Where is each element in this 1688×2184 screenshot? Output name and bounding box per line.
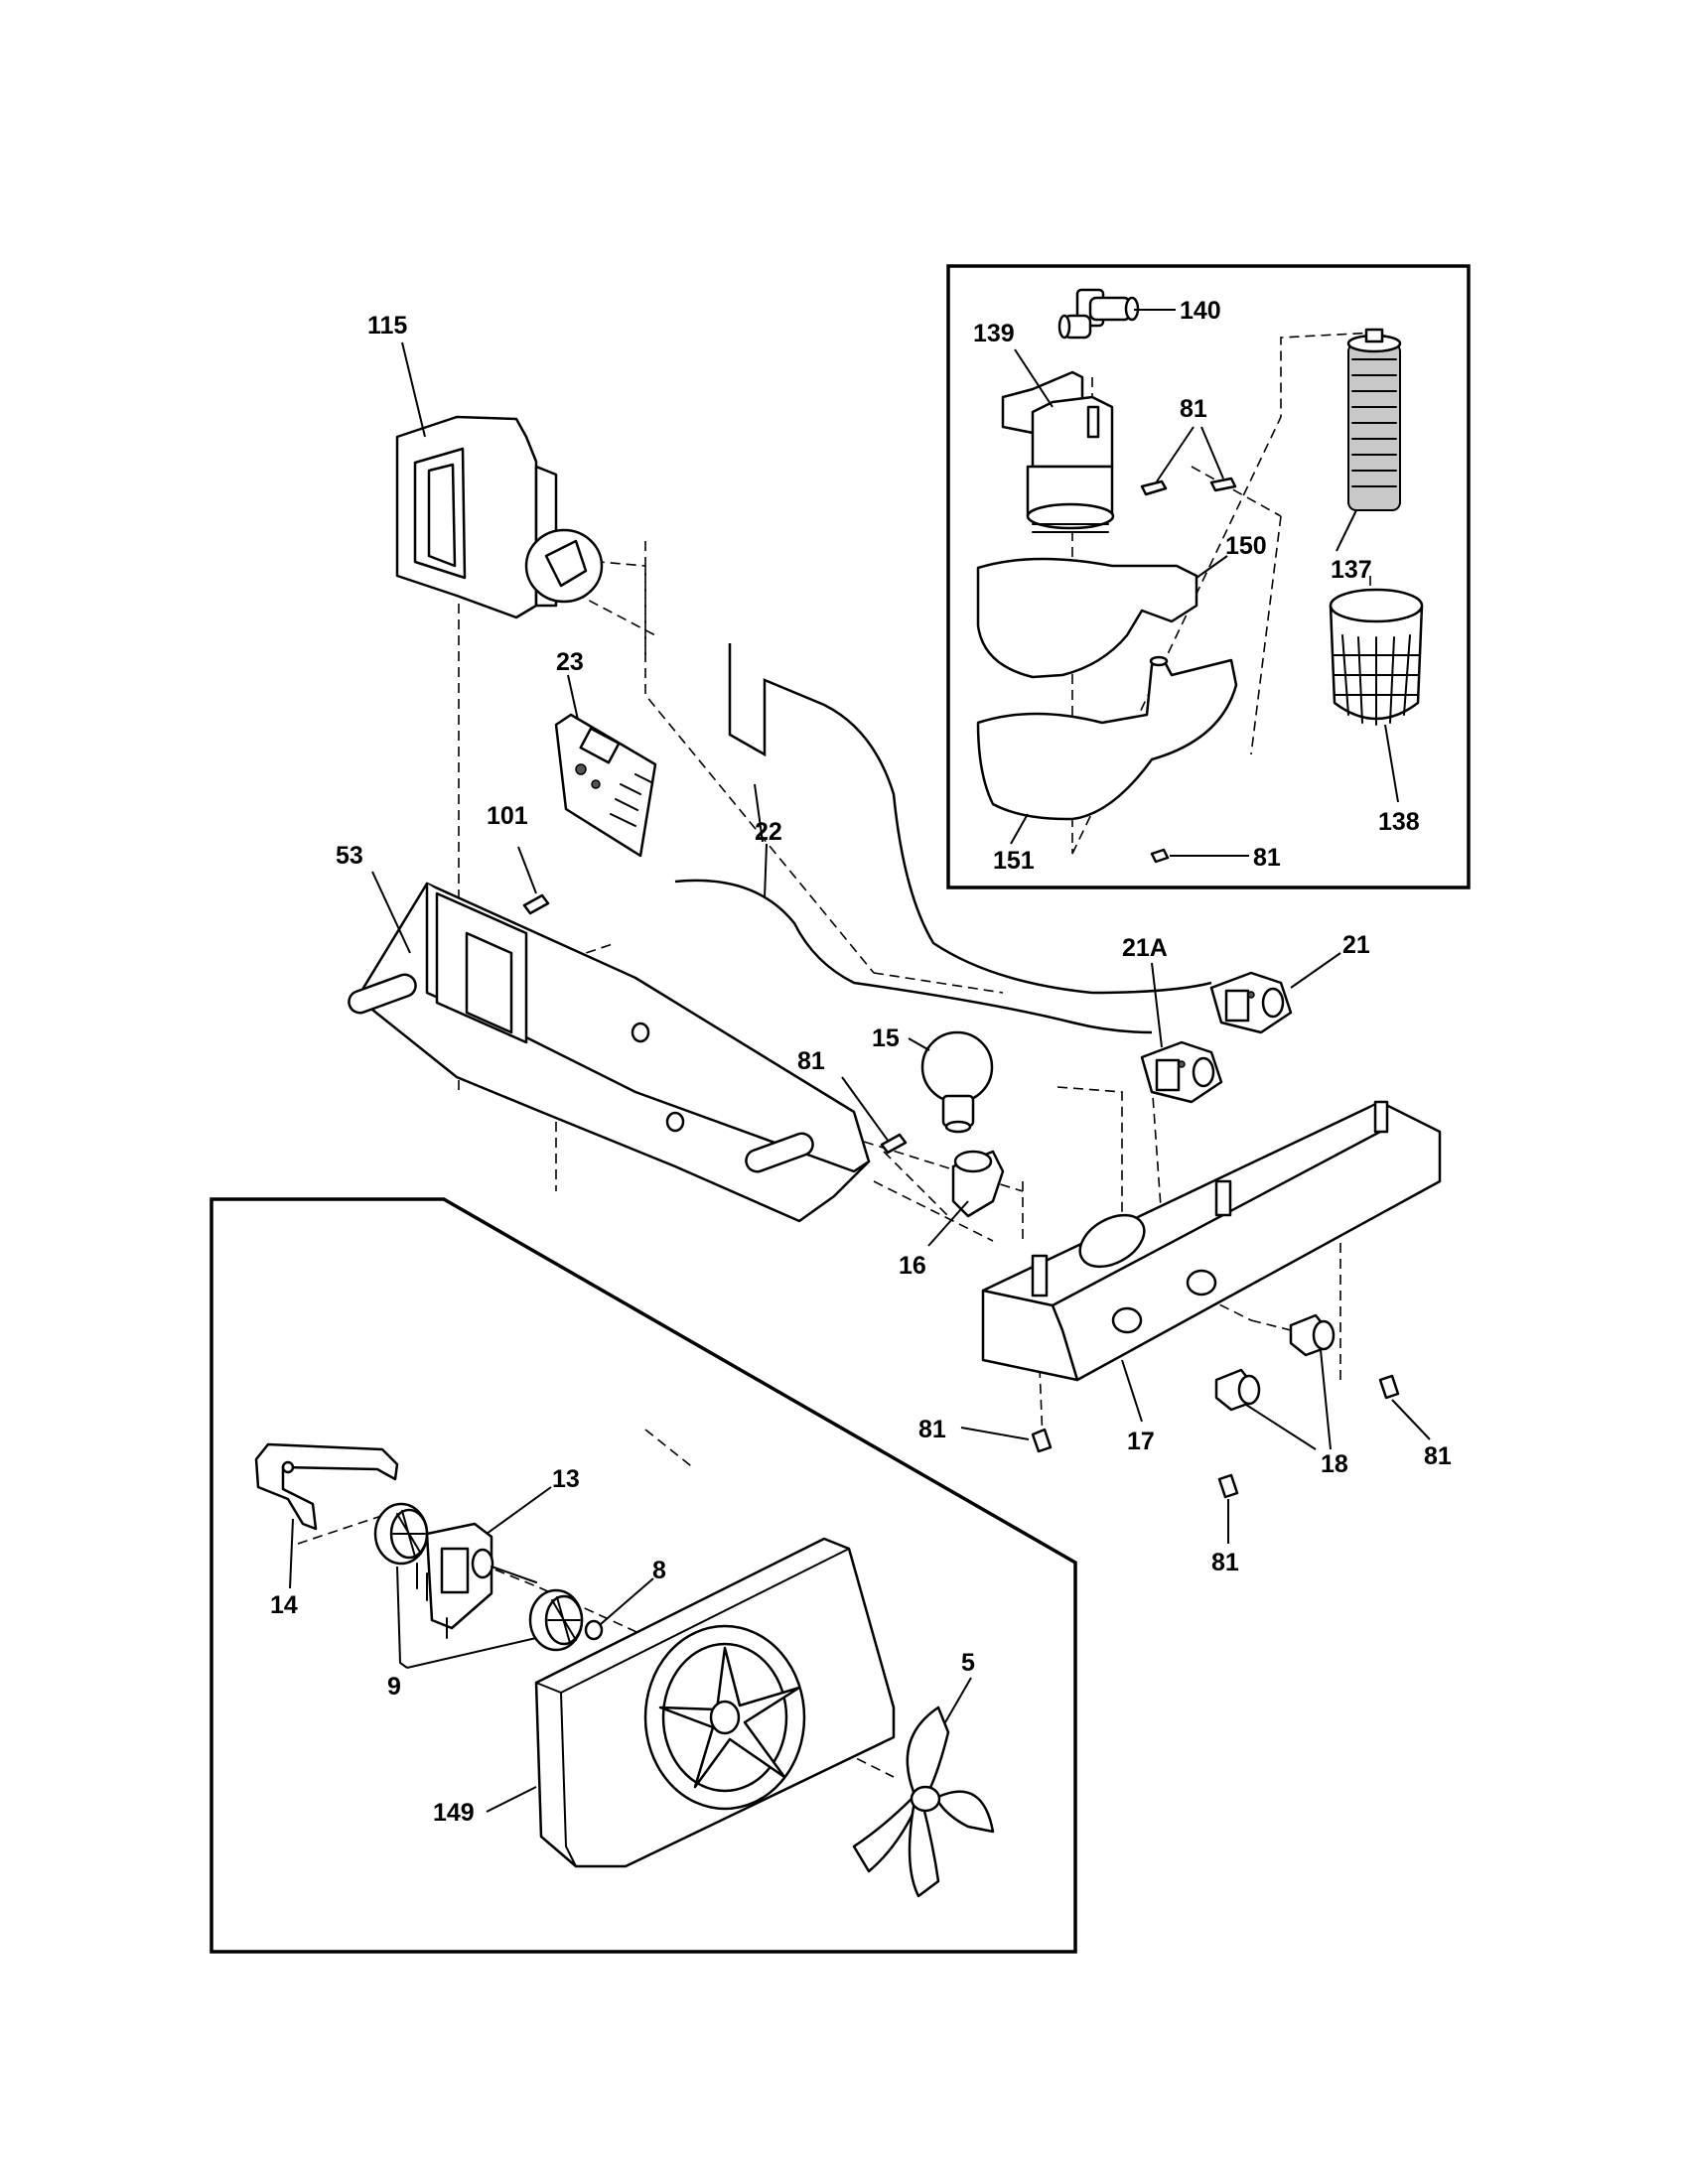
leader-9 xyxy=(396,1566,537,1669)
leader-53 xyxy=(371,871,411,954)
screw-part xyxy=(1140,477,1237,496)
callout-101: 101 xyxy=(487,802,528,830)
callout-21a: 21A xyxy=(1122,934,1168,962)
callout-115: 115 xyxy=(367,312,407,340)
leader-22-top xyxy=(754,783,764,843)
leader-115 xyxy=(401,341,426,438)
callout-81-lamp: 81 xyxy=(797,1047,825,1075)
leader-22-bottom xyxy=(764,843,768,899)
leader-149 xyxy=(486,1786,537,1813)
callout-18: 18 xyxy=(1321,1450,1348,1478)
callout-21: 21 xyxy=(1342,931,1370,959)
leader-81-filter-a2 xyxy=(1200,426,1224,479)
leader-151 xyxy=(1010,813,1029,845)
leader-101 xyxy=(517,846,537,894)
leader-23 xyxy=(567,674,579,721)
screw-lamp-part xyxy=(880,1133,908,1155)
cover-post-part xyxy=(1149,655,1169,667)
switch-21-part xyxy=(1209,971,1293,1034)
filter-bowl-part xyxy=(1329,588,1424,726)
switch-21a-part xyxy=(1140,1040,1223,1104)
filter-inset-frame xyxy=(946,264,1471,889)
leader-5 xyxy=(944,1677,972,1723)
callout-150: 150 xyxy=(1225,532,1267,560)
fill-tube-part xyxy=(728,643,1212,995)
callout-17: 17 xyxy=(1127,1428,1155,1455)
ice-maker-module-part xyxy=(395,415,604,619)
callout-140: 140 xyxy=(1180,297,1221,325)
callout-151: 151 xyxy=(993,847,1035,875)
filter-inset: 140 139 81 150 151 81 xyxy=(946,264,1471,889)
leader-21 xyxy=(1290,952,1341,989)
leader-137 xyxy=(1336,509,1357,552)
leader-18-b xyxy=(1320,1349,1332,1450)
leader-81-right xyxy=(1391,1399,1431,1440)
leader-81-lamp xyxy=(841,1076,890,1143)
callout-149: 149 xyxy=(433,1799,475,1827)
leader-138 xyxy=(1384,724,1399,803)
lower-cover-part xyxy=(976,658,1238,821)
bearings-part xyxy=(373,1502,584,1652)
upper-cover-part xyxy=(976,557,1198,679)
screw-101-part xyxy=(522,893,550,915)
callout-53: 53 xyxy=(336,842,363,870)
callout-81-left: 81 xyxy=(918,1416,946,1443)
callout-81-right: 81 xyxy=(1424,1442,1452,1470)
leader-8 xyxy=(600,1577,654,1625)
lamp-socket-part xyxy=(951,1150,1005,1218)
leader-14 xyxy=(289,1518,294,1589)
leader-18-a xyxy=(1245,1404,1317,1450)
callout-81-mid: 81 xyxy=(1211,1549,1239,1576)
leader-13 xyxy=(486,1486,552,1535)
leader-21a xyxy=(1151,962,1163,1048)
filter-cartridge-part xyxy=(1346,328,1402,511)
control-housing-part xyxy=(981,1100,1442,1382)
callout-14: 14 xyxy=(270,1591,298,1619)
fan-motor-part xyxy=(416,1522,537,1639)
leader-15 xyxy=(908,1037,930,1051)
housing-part xyxy=(348,882,871,1223)
main-assembly: 115 23 101 22 xyxy=(336,312,1452,1576)
screws-housing-part xyxy=(1031,1374,1400,1499)
fill-tube-second-part xyxy=(674,879,1153,1034)
leader-150 xyxy=(1196,555,1228,579)
callout-5: 5 xyxy=(961,1649,975,1677)
leader-16 xyxy=(927,1200,969,1247)
washer-part xyxy=(584,1619,604,1641)
callout-9: 9 xyxy=(387,1673,401,1701)
callout-139: 139 xyxy=(973,320,1015,347)
callout-22: 22 xyxy=(755,818,782,846)
knobs-part xyxy=(1214,1313,1336,1412)
leader-139 xyxy=(1014,348,1054,408)
filter-head-part xyxy=(1001,370,1115,533)
fan-shroud-part xyxy=(534,1537,896,1868)
mounting-bracket-part xyxy=(254,1442,399,1531)
callout-8: 8 xyxy=(652,1557,666,1584)
lamp-bulb-part xyxy=(920,1030,994,1134)
fan-inset-frame xyxy=(210,1197,1077,1954)
callout-81-filter-a: 81 xyxy=(1180,395,1207,423)
callout-16: 16 xyxy=(899,1252,926,1280)
control-board-part xyxy=(554,713,657,858)
fan-blade-part xyxy=(852,1706,995,1898)
callout-81-filter-b: 81 xyxy=(1253,844,1281,872)
leader-17 xyxy=(1121,1359,1143,1423)
elbow-fitting-part xyxy=(1057,288,1140,340)
leader-81-filter-a1 xyxy=(1156,426,1195,482)
callout-15: 15 xyxy=(872,1024,900,1052)
callout-23: 23 xyxy=(556,648,584,676)
fan-inset: 14 13 9 8 xyxy=(210,1197,1077,1954)
callout-13: 13 xyxy=(552,1465,580,1493)
callout-138: 138 xyxy=(1378,808,1420,836)
leader-81-left xyxy=(960,1427,1030,1440)
screw-part-bottom xyxy=(1150,848,1170,864)
callout-137: 137 xyxy=(1331,556,1372,584)
